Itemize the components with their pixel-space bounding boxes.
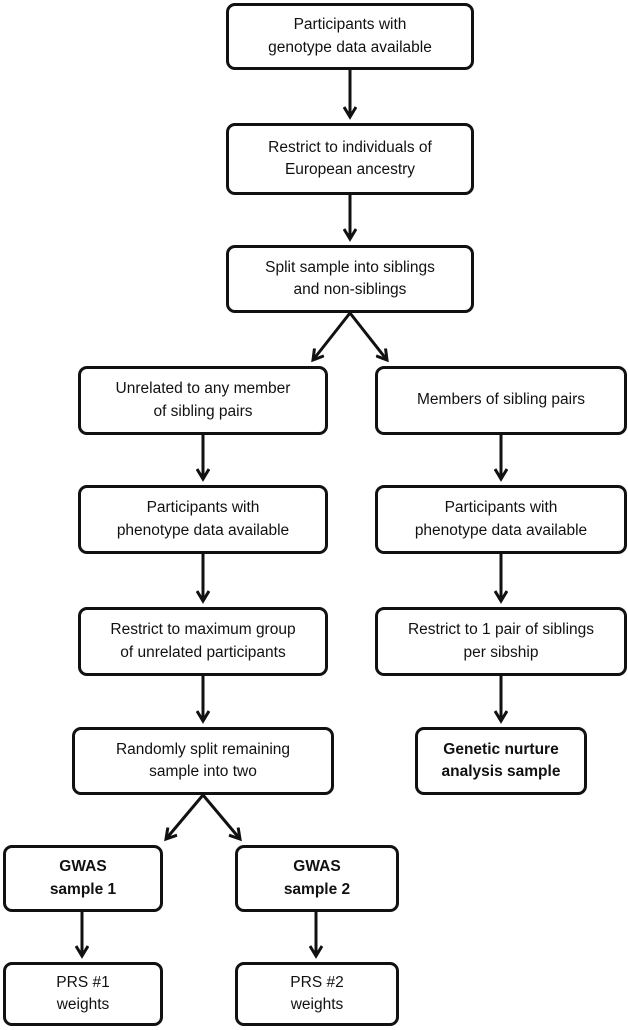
node-prs1-weights: PRS #1 weights — [3, 962, 163, 1026]
node-unrelated: Unrelated to any member of sibling pairs — [78, 366, 328, 435]
node-prs2-weights: PRS #2 weights — [235, 962, 399, 1026]
node-max-unrelated: Restrict to maximum group of unrelated p… — [78, 607, 328, 676]
node-sibling-members: Members of sibling pairs — [375, 366, 627, 435]
arrow-split-sibmembers — [348, 312, 387, 360]
node-gwas-sample-2: GWAS sample 2 — [235, 845, 399, 912]
node-phenotype-right: Participants with phenotype data availab… — [375, 485, 627, 554]
node-random-split: Randomly split remaining sample into two — [72, 727, 334, 795]
node-european-ancestry: Restrict to individuals of European ance… — [226, 123, 474, 195]
arrow-randomsplit-gwas1 — [166, 794, 205, 839]
node-genotype-data: Participants with genotype data availabl… — [226, 3, 474, 70]
node-phenotype-left: Participants with phenotype data availab… — [78, 485, 328, 554]
node-gwas-sample-1: GWAS sample 1 — [3, 845, 163, 912]
arrow-randomsplit-gwas2 — [201, 794, 240, 839]
arrow-split-unrelated — [313, 312, 352, 360]
node-split-siblings: Split sample into siblings and non-sibli… — [226, 245, 474, 313]
node-genetic-nurture: Genetic nurture analysis sample — [415, 727, 587, 795]
node-one-pair-siblings: Restrict to 1 pair of siblings per sibsh… — [375, 607, 627, 676]
